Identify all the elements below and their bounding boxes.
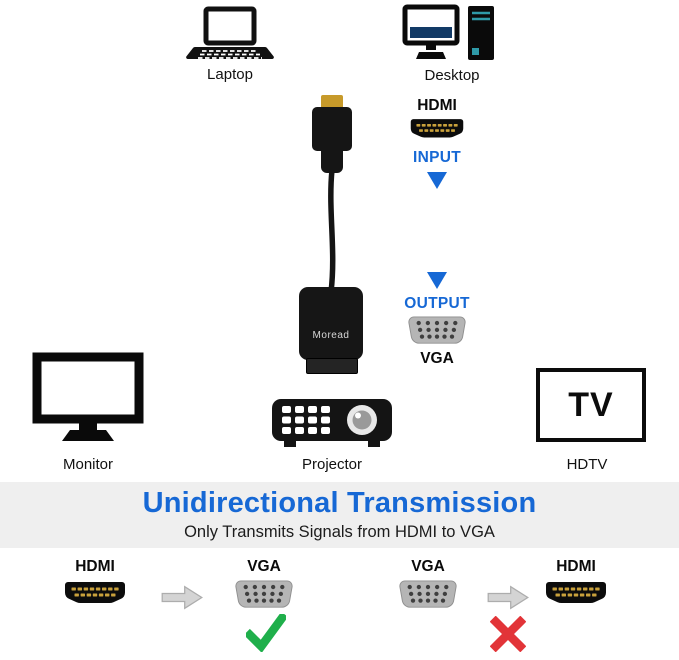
hdmi-connector-icon	[544, 580, 608, 610]
laptop-label: Laptop	[207, 66, 253, 83]
projector-label: Projector	[301, 456, 363, 473]
hdmi-connector-icon	[63, 580, 127, 610]
hdmi-connector-icon	[409, 117, 465, 144]
output-label: OUTPUT	[404, 295, 470, 312]
input-label: INPUT	[413, 149, 461, 166]
cross-icon	[490, 616, 526, 652]
tv-icon: TV	[536, 368, 646, 442]
demo-vga-label: VGA	[247, 558, 281, 575]
laptop-icon	[182, 6, 278, 64]
brand-text: Moread	[312, 330, 350, 341]
tv-screen-text: TV	[568, 385, 614, 424]
down-arrow-icon	[427, 272, 447, 289]
adapter-body: Moread	[299, 287, 363, 360]
banner-title: Unidirectional Transmission	[142, 487, 537, 519]
hdmi-plug-tip	[321, 95, 343, 109]
check-icon	[246, 614, 286, 652]
desktop-icon	[402, 4, 502, 64]
vga-connector-icon	[234, 578, 294, 612]
hdmi-input-label: HDMI	[417, 97, 457, 114]
down-arrow-icon	[427, 172, 447, 189]
demo-vga-label: VGA	[411, 558, 445, 575]
banner: Unidirectional Transmission Only Transmi…	[0, 482, 679, 548]
right-arrow-icon	[486, 584, 530, 611]
demo-hdmi-label: HDMI	[75, 558, 115, 575]
hdmi-plug-body	[312, 107, 352, 151]
desktop-label: Desktop	[424, 67, 480, 84]
vga-connector-icon	[407, 315, 467, 347]
vga-output-label: VGA	[420, 350, 454, 367]
vga-female-port	[306, 358, 358, 374]
adapter-cable	[328, 170, 336, 292]
monitor-label: Monitor	[62, 456, 114, 473]
demo-hdmi-label: HDMI	[556, 558, 596, 575]
banner-subtitle: Only Transmits Signals from HDMI to VGA	[184, 523, 495, 541]
right-arrow-icon	[160, 584, 204, 611]
projector-icon	[270, 389, 394, 451]
hdtv-label: HDTV	[566, 456, 608, 473]
vga-connector-icon	[398, 578, 458, 612]
monitor-icon	[32, 352, 144, 448]
hdmi-plug-neck	[321, 149, 343, 173]
